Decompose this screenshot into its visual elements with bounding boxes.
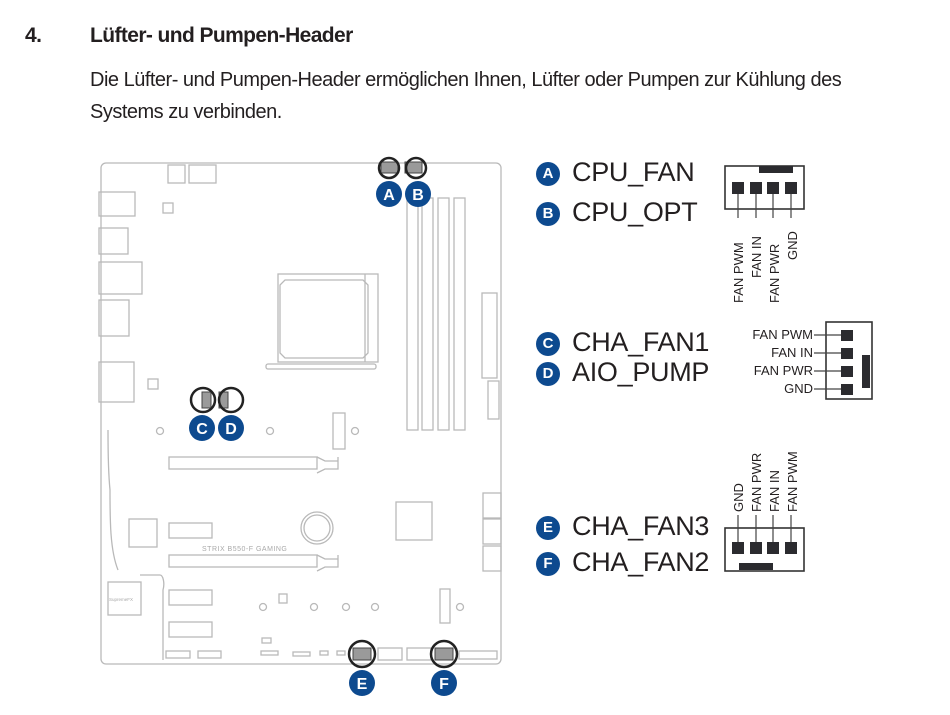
cpu-power-connector xyxy=(188,164,217,184)
fan-header-b xyxy=(404,156,428,180)
pinout-diagram-cha1 xyxy=(814,321,873,400)
section-title: Lüfter- und Pumpen-Header xyxy=(90,24,353,47)
board-model-label: STRIX B550-F GAMING xyxy=(202,546,287,553)
m2-slot xyxy=(332,412,346,450)
badge-a: A xyxy=(536,162,560,186)
chip xyxy=(128,518,158,548)
chip xyxy=(278,593,288,604)
board-marker-d: D xyxy=(218,415,244,441)
svg-text:A: A xyxy=(383,187,395,204)
rear-io-port xyxy=(98,227,129,255)
pcie-x1-slot xyxy=(168,522,213,539)
svg-text:E: E xyxy=(357,676,368,693)
header-name-cpu-opt: CPU_OPT xyxy=(572,197,698,227)
header-name-cha-fan3: CHA_FAN3 xyxy=(572,511,710,541)
board-marker-c: C xyxy=(189,415,215,441)
fan-header-e xyxy=(347,639,377,669)
audio-chip xyxy=(107,581,142,616)
pcie-slot xyxy=(168,456,318,470)
pin-label: FAN IN xyxy=(771,345,813,360)
header-name-cha-fan1: CHA_FAN1 xyxy=(572,327,710,357)
pin-label: GND xyxy=(731,483,746,512)
badge-c: C xyxy=(536,332,560,356)
badge-f: F xyxy=(536,552,560,576)
board-marker-a: A xyxy=(376,181,402,207)
cmos-battery xyxy=(300,511,334,545)
pinout-diagram-cpu xyxy=(724,165,805,218)
m2-slot xyxy=(439,588,451,624)
pin-label: FAN PWM xyxy=(785,451,800,512)
svg-text:C: C xyxy=(196,421,208,438)
board-marker-f: F xyxy=(431,670,457,696)
audio-chip-label: SupremeFX xyxy=(109,597,133,602)
pcie-x1-slot xyxy=(168,589,213,606)
ram-slot xyxy=(453,197,466,431)
rear-io-port xyxy=(98,191,136,217)
chip xyxy=(147,378,159,390)
ram-slot xyxy=(437,197,450,431)
rear-io-port xyxy=(98,299,130,337)
svg-text:F: F xyxy=(439,676,449,693)
cpu-socket-inner xyxy=(279,279,369,359)
pin-label: FAN PWM xyxy=(752,327,813,342)
pin-label: FAN PWR xyxy=(753,363,813,378)
chipset xyxy=(395,501,433,541)
sata-port xyxy=(482,492,502,519)
svg-text:B: B xyxy=(412,187,424,204)
pcie-x1-slot xyxy=(168,621,213,638)
board-outline xyxy=(100,162,502,665)
badge-b: B xyxy=(536,202,560,226)
ram-slot xyxy=(406,197,419,431)
cpu-socket xyxy=(277,273,379,363)
badge-e: E xyxy=(536,516,560,540)
usb-header xyxy=(487,380,500,420)
pin-label: GND xyxy=(784,381,813,396)
chip xyxy=(162,202,174,214)
rear-io-port xyxy=(98,361,135,403)
pin-label: GND xyxy=(785,231,800,260)
sata-port xyxy=(482,545,502,572)
description-line: Die Lüfter- und Pumpen-Header ermögliche… xyxy=(90,69,842,91)
section-number: 4. xyxy=(25,24,42,47)
svg-text:D: D xyxy=(225,421,237,438)
pin-label: FAN PWR xyxy=(749,452,764,512)
fan-header-a xyxy=(377,156,401,180)
pin-label: FAN IN xyxy=(767,470,782,512)
section-description: Die Lüfter- und Pumpen-Header ermögliche… xyxy=(90,64,950,128)
description-line: Systems zu verbinden. xyxy=(90,101,282,123)
fan-header-f xyxy=(429,639,459,669)
ram-slot xyxy=(421,197,434,431)
board-marker-b: B xyxy=(405,181,431,207)
pinout-diagram-cha3 xyxy=(724,515,805,572)
pcie-slot xyxy=(168,554,318,568)
sata-port xyxy=(482,518,502,545)
pin-label: FAN IN xyxy=(749,236,764,278)
fan-header-d xyxy=(217,386,245,414)
rear-io-port xyxy=(98,261,143,295)
fan-header-c xyxy=(189,386,217,414)
atx-power-connector xyxy=(481,292,498,379)
header-name-cha-fan2: CHA_FAN2 xyxy=(572,547,710,577)
badge-d: D xyxy=(536,362,560,386)
pin-label: FAN PWR xyxy=(767,243,782,303)
header-name-cpu-fan: CPU_FAN xyxy=(572,157,695,187)
cpu-lever xyxy=(265,363,377,370)
board-marker-e: E xyxy=(349,670,375,696)
cpu-power-connector xyxy=(167,164,186,184)
header-name-aio-pump: AIO_PUMP xyxy=(572,357,710,387)
pin-label: FAN PWM xyxy=(731,242,746,303)
